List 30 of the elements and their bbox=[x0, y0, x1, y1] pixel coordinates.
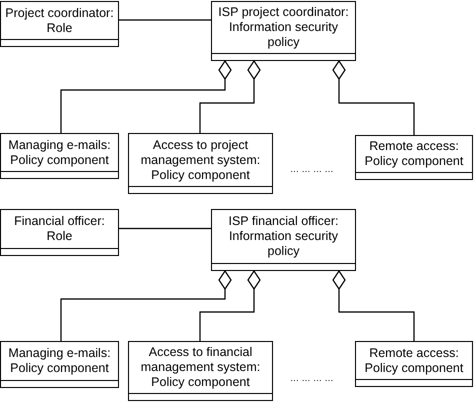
aggregation-connector bbox=[60, 270, 232, 341]
class-name: Access to financial management system: Policy component bbox=[140, 345, 262, 390]
aggregation-connector bbox=[332, 60, 415, 135]
class-name: Project coordinator: Role bbox=[5, 6, 114, 36]
class-name: Managing e-mails: Policy component bbox=[7, 346, 112, 376]
class-box bbox=[0, 341, 119, 388]
class-box bbox=[0, 209, 119, 256]
aggregation-connector bbox=[199, 270, 261, 341]
class-box bbox=[128, 133, 273, 194]
class-name: Remote access: Policy component bbox=[364, 139, 464, 169]
aggregation-connector bbox=[199, 60, 261, 133]
class-box bbox=[0, 1, 119, 47]
ellipsis-text: … … … … bbox=[290, 164, 334, 174]
association-line bbox=[119, 19, 211, 21]
class-box bbox=[0, 133, 119, 179]
class-name: ISP financial officer: Information security policy bbox=[227, 214, 340, 259]
class-box bbox=[355, 135, 473, 180]
class-box bbox=[355, 341, 473, 387]
association-line bbox=[119, 228, 211, 230]
class-name: Financial officer: Role bbox=[13, 214, 106, 244]
aggregation-connector bbox=[60, 60, 232, 133]
ellipsis-text: … … … … bbox=[290, 373, 334, 383]
class-box bbox=[211, 209, 356, 271]
class-name: ISP project coordinator: Information security policy bbox=[217, 5, 350, 50]
class-name: Remote access: Policy component bbox=[364, 346, 464, 376]
class-box bbox=[211, 1, 356, 61]
aggregation-connector bbox=[332, 270, 415, 341]
class-name: Access to project management system: Policy component bbox=[140, 138, 262, 182]
class-box bbox=[128, 341, 273, 401]
class-name: Managing e-mails: Policy component bbox=[7, 138, 112, 168]
